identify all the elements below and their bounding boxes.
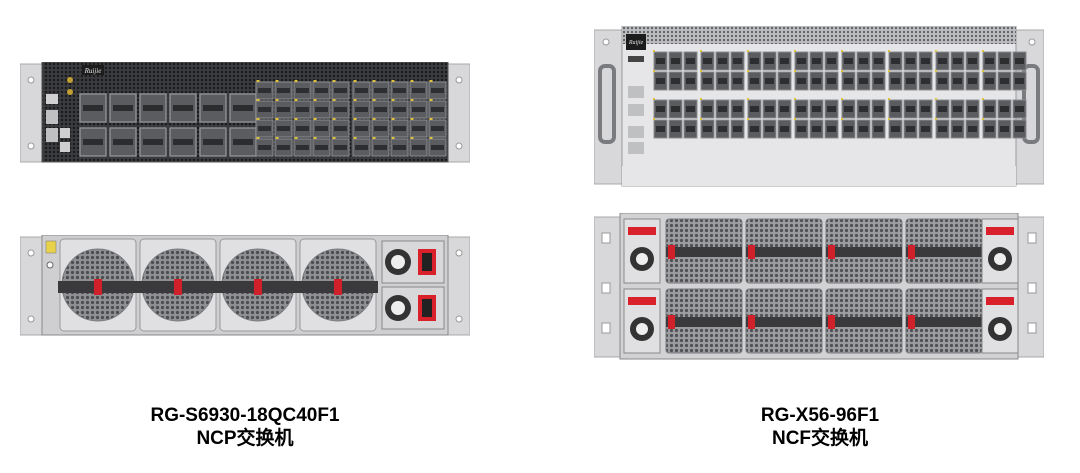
ncp-type-label: NCP交换机 bbox=[196, 428, 294, 449]
ncp-caption: RG-S6930-18QC40F1 NCP交换机 bbox=[95, 404, 395, 450]
ncf-caption: RG-X56-96F1 NCF交换机 bbox=[670, 404, 970, 450]
ncf-model-label: RG-X56-96F1 bbox=[760, 405, 880, 426]
brand-logo-ncf: Ruijie bbox=[628, 40, 644, 46]
ncf-rear-panel bbox=[594, 213, 1044, 360]
ncf-front-panel: Ruijie bbox=[594, 26, 1044, 187]
handle-left bbox=[598, 64, 616, 144]
brand-logo: Ruijie bbox=[84, 67, 102, 75]
ncf-type-label: NCF交换机 bbox=[771, 428, 869, 449]
ncp-front-panel: Ruijie bbox=[20, 62, 470, 163]
ncp-model-label: RG-S6930-18QC40F1 bbox=[150, 405, 340, 426]
ncp-rear-panel bbox=[20, 235, 470, 336]
